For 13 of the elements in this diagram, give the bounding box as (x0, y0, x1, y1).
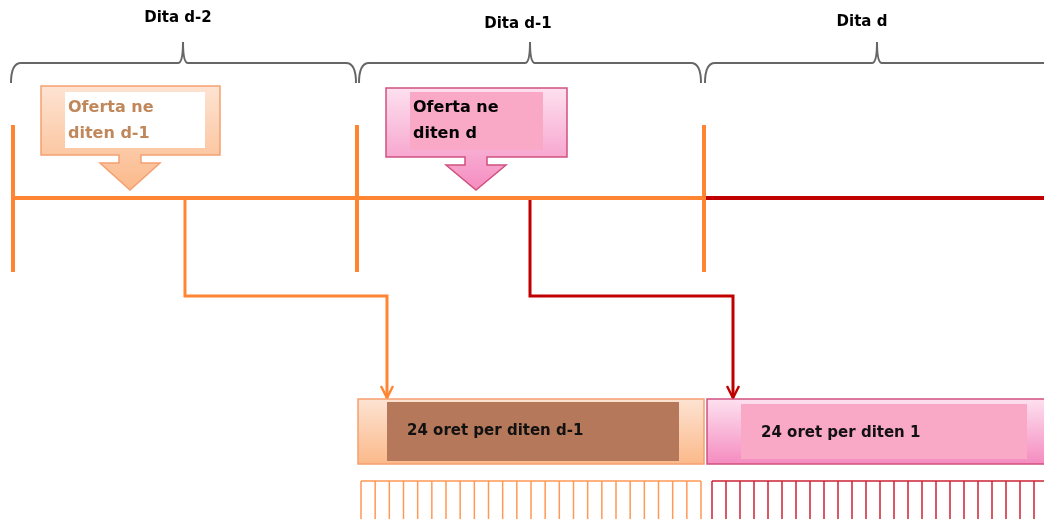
offer-label: Oferta ne diten d (410, 92, 543, 150)
callout-box (385, 87, 568, 191)
hours-label: 24 oret per diten 1 (741, 404, 1027, 459)
day-label: Dita d-2 (144, 8, 212, 26)
hours-bar (357, 398, 705, 465)
arrow (183, 200, 395, 400)
hours-bar (706, 398, 1044, 465)
offer-label: Oferta ne diten d-1 (65, 92, 205, 148)
callout-box (40, 85, 221, 191)
day-label: Dita d (836, 12, 888, 30)
hours-label: 24 oret per diten d-1 (387, 402, 679, 461)
arrow (528, 200, 741, 400)
day-label: Dita d-1 (484, 14, 552, 32)
